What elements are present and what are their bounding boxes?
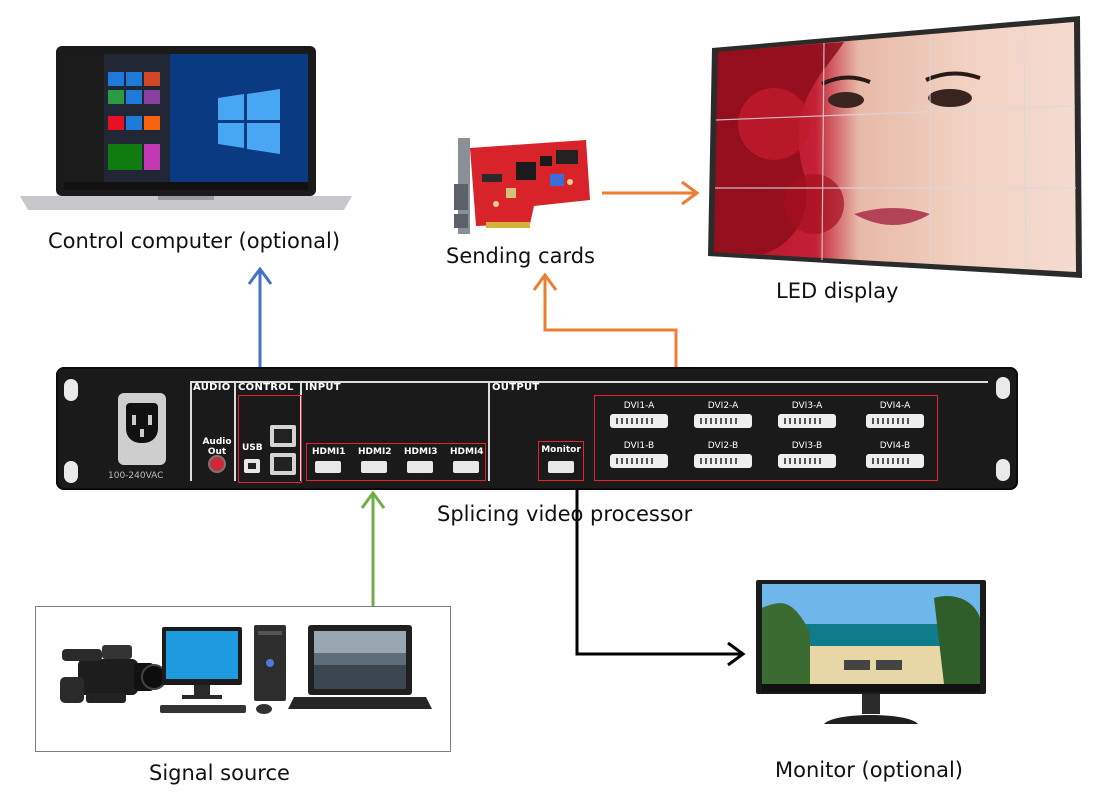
hdmi-input-label: HDMI3 xyxy=(404,447,438,457)
dvi-port-label: DVI1-B xyxy=(623,441,655,451)
input-highlight xyxy=(306,443,486,481)
rack-hole xyxy=(64,461,78,483)
dvi-port-label: DVI2-A xyxy=(707,401,739,411)
dvi-port-icon xyxy=(778,414,836,428)
monitor-arrow xyxy=(575,488,746,667)
dvi-port-label: DVI3-A xyxy=(791,401,823,411)
monitor-port-label: Monitor xyxy=(541,445,581,455)
sending-cards-label: Sending cards xyxy=(446,244,595,268)
hdmi-port-icon xyxy=(315,461,341,473)
hdmi-port-icon xyxy=(453,461,479,473)
dvi-port-icon xyxy=(866,454,924,468)
dvi-port-icon xyxy=(610,414,668,428)
hdmi-port-icon xyxy=(407,461,433,473)
hdmi-input-label: HDMI4 xyxy=(450,447,484,457)
usb-label: USB xyxy=(242,443,263,453)
sending-card-icon xyxy=(454,138,590,234)
monitor-icon xyxy=(756,580,986,724)
processor-panel: 100-240VAC AUDIO CONTROL INPUT OUTPUT Au… xyxy=(56,367,1018,490)
dvi-port-icon xyxy=(866,414,924,428)
control-highlight xyxy=(238,395,302,483)
dvi-port-icon xyxy=(694,414,752,428)
dvi-port-label: DVI3-B xyxy=(791,441,823,451)
monitor-port-highlight xyxy=(538,441,584,481)
signal-source-label: Signal source xyxy=(149,761,290,785)
output-to-cards-arrow xyxy=(532,272,678,398)
hdmi-input-label: HDMI2 xyxy=(358,447,392,457)
voltage-label: 100-240VAC xyxy=(108,471,164,481)
hdmi-port-icon xyxy=(548,461,574,473)
dvi-port-label: DVI1-A xyxy=(623,401,655,411)
audio-out-label: Audio Out xyxy=(202,437,232,457)
rack-hole xyxy=(996,377,1010,399)
camcorder-icon xyxy=(60,645,167,703)
section-output: OUTPUT xyxy=(492,382,540,393)
power-socket-icon xyxy=(118,393,166,465)
signal-source-box xyxy=(35,606,451,752)
led-wall-icon xyxy=(708,16,1082,278)
monitor-label: Monitor (optional) xyxy=(775,758,963,782)
section-control: CONTROL xyxy=(238,382,294,393)
section-audio: AUDIO xyxy=(193,382,231,393)
dvi-port-icon xyxy=(610,454,668,468)
hdmi-input-label: HDMI1 xyxy=(312,447,346,457)
cards-to-led-arrow xyxy=(602,180,700,206)
dvi-port-icon xyxy=(778,454,836,468)
dvi-port-label: DVI2-B xyxy=(707,441,739,451)
section-input: INPUT xyxy=(305,382,341,393)
rack-hole xyxy=(996,459,1010,481)
dvi-port-label: DVI4-A xyxy=(879,401,911,411)
usb-port-icon xyxy=(244,459,260,473)
control-computer-label: Control computer (optional) xyxy=(48,229,341,253)
ethernet-port-icon xyxy=(270,453,296,475)
dvi-port-icon xyxy=(694,454,752,468)
audio-jack-icon xyxy=(210,457,224,471)
desktop-pc-icon xyxy=(160,625,286,714)
ethernet-port-icon xyxy=(270,425,296,447)
output-highlight xyxy=(594,395,938,481)
input-arrow xyxy=(360,490,386,608)
laptop-source-icon xyxy=(288,625,432,709)
dvi-port-label: DVI4-B xyxy=(879,441,911,451)
hdmi-port-icon xyxy=(361,461,387,473)
led-display-label: LED display xyxy=(776,279,899,303)
processor-label: Splicing video processor xyxy=(437,502,693,526)
laptop-icon xyxy=(20,46,352,210)
rack-hole xyxy=(64,379,78,401)
